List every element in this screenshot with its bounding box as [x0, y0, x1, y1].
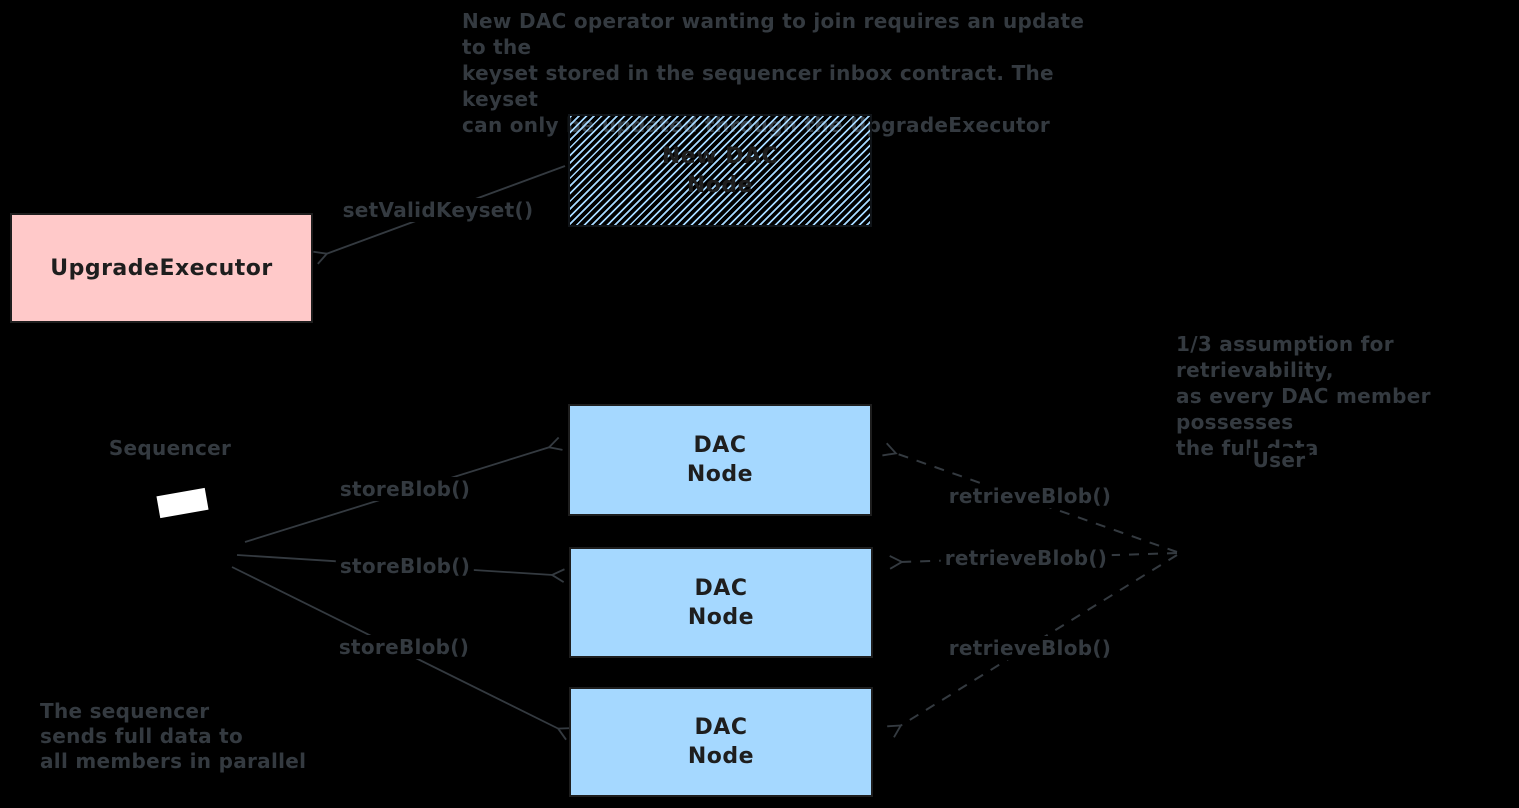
retrieve-blob-arrow-1: [882, 442, 1178, 553]
node-label: Node: [686, 462, 754, 487]
node-label: DAC: [694, 715, 748, 740]
retrieve-blob-label-2: retrieveBlob(): [940, 546, 1112, 570]
retrieve-blob-label-3: retrieveBlob(): [944, 636, 1116, 660]
dac-node-box-2: DAC Node: [569, 547, 873, 658]
retrieve-blob-arrow-3: [887, 554, 1178, 738]
node-label: Node: [687, 604, 755, 630]
dac-node-box-3: DAC Node: [569, 687, 873, 797]
node-label: Node: [686, 172, 754, 198]
node-label: Node: [687, 744, 755, 769]
note-line: 1/3 assumption for retrievability,: [1176, 332, 1394, 382]
store-blob-label-3: storeBlob(): [334, 635, 474, 659]
sequencer-parallel-note: The sequencer sends full data to all mem…: [40, 699, 340, 774]
note-line: as every DAC member possesses: [1176, 384, 1431, 434]
store-blob-label-2: storeBlob(): [335, 554, 475, 578]
note-line: sends full data to: [40, 724, 244, 748]
node-label: New DAC: [661, 143, 779, 169]
retrievability-assumption-note: 1/3 assumption for retrievability, as ev…: [1176, 331, 1519, 461]
upgrade-executor-box: UpgradeExecutor: [10, 213, 313, 323]
keyset-update-note: New DAC operator wanting to join require…: [462, 8, 1102, 138]
user-label: User: [1248, 448, 1310, 472]
node-label: DAC: [694, 575, 748, 601]
new-dac-node-box: New DAC Node: [568, 114, 872, 227]
note-line: keyset stored in the sequencer inbox con…: [462, 61, 1054, 111]
dac-node-box-1: DAC Node: [568, 404, 872, 516]
store-blob-label-1: storeBlob(): [335, 477, 475, 501]
node-label: UpgradeExecutor: [50, 255, 273, 281]
note-line: all members in parallel: [40, 749, 307, 773]
note-line: New DAC operator wanting to join require…: [462, 9, 1085, 59]
node-label: DAC: [693, 433, 747, 458]
sequencer-label: Sequencer: [104, 436, 236, 460]
note-line: The sequencer: [40, 699, 210, 723]
retrieve-blob-label-1: retrieveBlob(): [944, 484, 1116, 508]
set-valid-keyset-label: setValidKeyset(): [338, 198, 538, 222]
